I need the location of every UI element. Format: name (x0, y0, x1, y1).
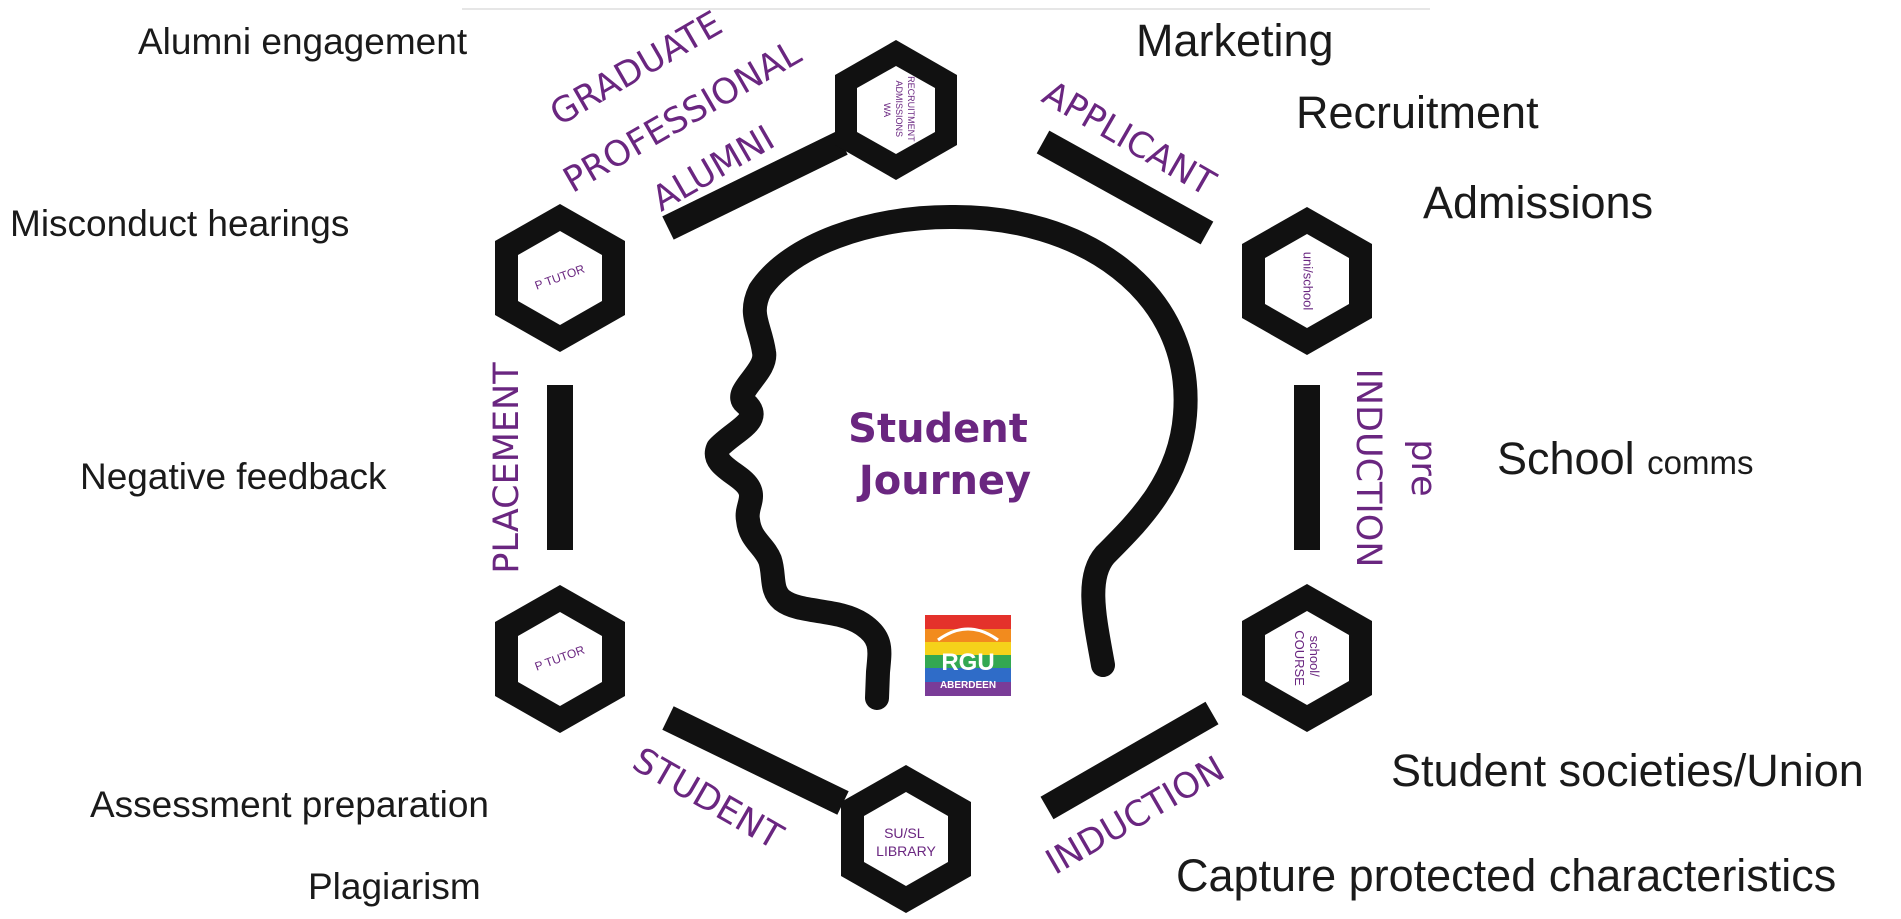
top-divider (462, 8, 1430, 10)
connector-bottom-left (662, 706, 849, 815)
stage-pre-induction: INDUCTION (1348, 369, 1388, 568)
hex-node-uni-school-label: uni/school (1301, 252, 1316, 311)
hex-node-su-library-line-2: LIBRARY (876, 843, 936, 859)
svg-text:school/ COURSE: school/ COURSE (1292, 630, 1322, 686)
rgu-logo: RGU ABERDEEN (925, 615, 1011, 696)
svg-text:Student Journey: Student Journey (848, 406, 1042, 504)
label-misconduct-hearings: Misconduct hearings (10, 203, 350, 244)
label-plagiarism: Plagiarism (308, 866, 481, 907)
svg-text:SU/SL LIBRARY: SU/SL LIBRARY (876, 825, 936, 859)
rgu-logo-subtext: ABERDEEN (940, 680, 996, 691)
center-title-line-1: Student (848, 406, 1028, 452)
label-admissions: Admissions (1423, 177, 1654, 228)
hex-node-recruitment-line-2: ADMISSIONS (894, 80, 904, 137)
hex-node-p-tutor-lower: P TUTOR (495, 585, 625, 733)
hex-node-su-library-line-1: SU/SL (884, 825, 925, 841)
stage-placement: PLACEMENT (487, 362, 527, 574)
hex-node-uni-school: uni/school (1242, 207, 1372, 355)
label-alumni-engagement: Alumni engagement (138, 21, 468, 62)
connector-bottom-right (1040, 701, 1219, 820)
label-assessment-preparation: Assessment preparation (90, 784, 489, 825)
label-school-comms: School comms (1497, 436, 1753, 481)
center-title-line-2: Journey (856, 458, 1031, 504)
head-silhouette (704, 204, 1198, 710)
hex-node-p-tutor-upper: P TUTOR (495, 204, 625, 352)
hex-node-school-course-line-1: school/ (1307, 636, 1322, 678)
svg-text:RECRUITMENT ADMISSIONS: RECRUITMENT ADMISSIONS WA (882, 76, 916, 144)
connector-bars (547, 130, 1320, 820)
hex-node-school-course: school/ COURSE (1242, 584, 1372, 732)
rgu-logo-text: RGU (941, 649, 994, 676)
label-negative-feedback: Negative feedback (80, 456, 387, 497)
hex-node-recruitment-line-3: WA (882, 103, 892, 117)
hex-node-school-course-line-2: COURSE (1292, 630, 1307, 686)
label-student-societies: Student societies/Union (1391, 745, 1864, 796)
stage-pre: pre (1403, 439, 1443, 496)
connector-top-right (1036, 130, 1214, 245)
label-marketing: Marketing (1136, 15, 1334, 66)
hex-node-recruitment-line-1: RECRUITMENT (906, 76, 916, 142)
label-school-comms-small: comms (1647, 444, 1754, 481)
connector-top-left (662, 131, 848, 240)
label-school-comms-main: School (1497, 433, 1635, 484)
hex-node-recruitment: RECRUITMENT ADMISSIONS WA (835, 40, 957, 180)
hex-node-su-library: SU/SL LIBRARY (841, 765, 971, 913)
label-capture-protected: Capture protected characteristics (1176, 850, 1837, 901)
label-recruitment: Recruitment (1296, 87, 1539, 138)
